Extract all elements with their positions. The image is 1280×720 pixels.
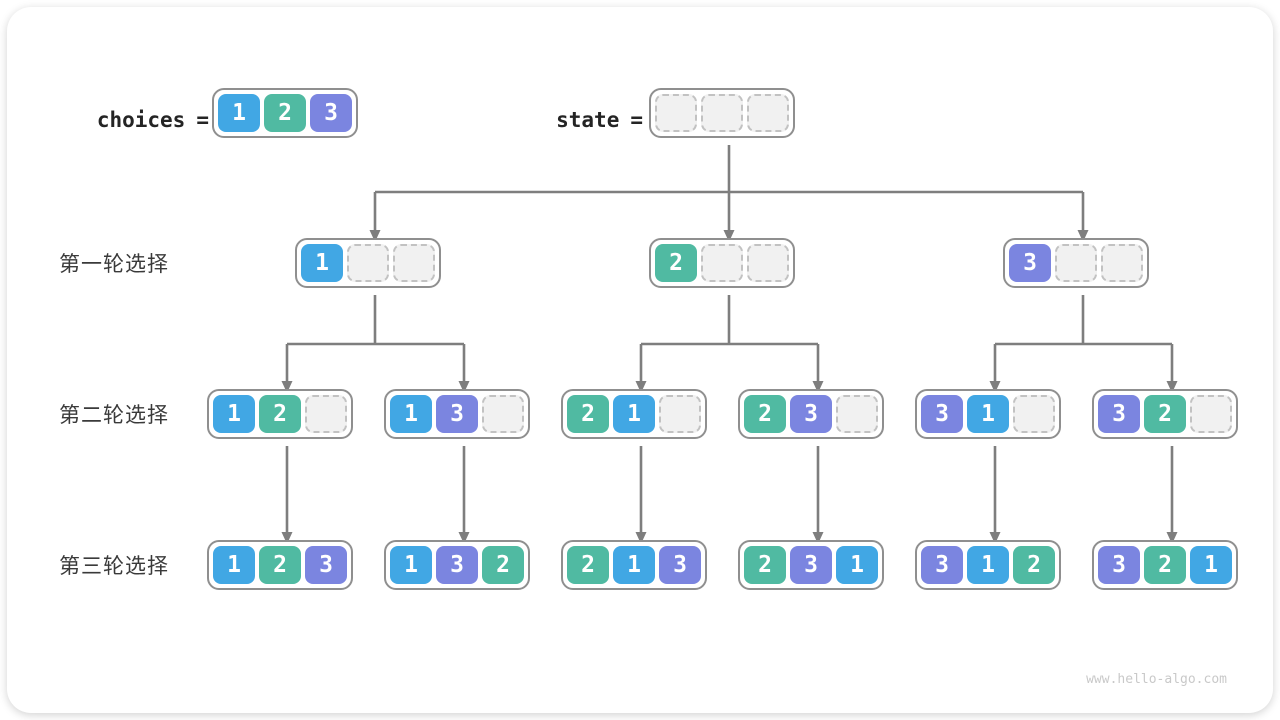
- empty-slot: [1055, 244, 1097, 282]
- value-cell-1: 1: [301, 244, 343, 282]
- value-cell-1: 1: [213, 546, 255, 584]
- empty-slot: [655, 94, 697, 132]
- empty-slot: [701, 94, 743, 132]
- value-cell-1: 1: [213, 395, 255, 433]
- value-cell-3: 3: [305, 546, 347, 584]
- value-cell-2: 2: [259, 546, 301, 584]
- value-cell-2: 2: [744, 546, 786, 584]
- value-cell-3: 3: [310, 94, 352, 132]
- value-cell-2: 2: [567, 395, 609, 433]
- state-box: [649, 88, 795, 138]
- row-label-3: 第三轮选择: [59, 555, 169, 578]
- empty-slot: [659, 395, 701, 433]
- empty-slot: [482, 395, 524, 433]
- value-cell-3: 3: [436, 546, 478, 584]
- empty-slot: [836, 395, 878, 433]
- value-cell-3: 3: [790, 546, 832, 584]
- equals-sign: =: [630, 108, 643, 132]
- empty-slot: [747, 244, 789, 282]
- value-cell-2: 2: [1144, 546, 1186, 584]
- value-cell-2: 2: [482, 546, 524, 584]
- value-cell-2: 2: [1013, 546, 1055, 584]
- empty-slot: [347, 244, 389, 282]
- empty-slot: [701, 244, 743, 282]
- empty-slot: [305, 395, 347, 433]
- empty-slot: [393, 244, 435, 282]
- value-cell-1: 1: [390, 546, 432, 584]
- value-cell-2: 2: [259, 395, 301, 433]
- equals-sign: =: [196, 108, 209, 132]
- value-cell-3: 3: [921, 395, 963, 433]
- empty-slot: [1101, 244, 1143, 282]
- tree-node-r1-2: 2: [649, 238, 795, 288]
- value-cell-3: 3: [659, 546, 701, 584]
- tree-node-r1-1: 1: [295, 238, 441, 288]
- choices-legend: choices =: [37, 95, 209, 145]
- value-cell-1: 1: [613, 395, 655, 433]
- value-cell-2: 2: [264, 94, 306, 132]
- value-cell-2: 2: [567, 546, 609, 584]
- state-label: state: [556, 108, 620, 132]
- empty-slot: [1013, 395, 1055, 433]
- row-label-2: 第二轮选择: [59, 404, 169, 427]
- value-cell-2: 2: [744, 395, 786, 433]
- watermark: www.hello-algo.com: [1086, 672, 1227, 687]
- empty-slot: [1190, 395, 1232, 433]
- value-cell-3: 3: [436, 395, 478, 433]
- empty-slot: [747, 94, 789, 132]
- value-cell-1: 1: [613, 546, 655, 584]
- value-cell-3: 3: [1098, 546, 1140, 584]
- value-cell-3: 3: [1098, 395, 1140, 433]
- value-cell-2: 2: [1144, 395, 1186, 433]
- row-label-1: 第一轮选择: [59, 253, 169, 276]
- choices-label: choices: [96, 108, 186, 132]
- value-cell-1: 1: [836, 546, 878, 584]
- value-cell-3: 3: [1009, 244, 1051, 282]
- value-cell-1: 1: [967, 546, 1009, 584]
- state-legend: state =: [447, 95, 643, 145]
- value-cell-1: 1: [218, 94, 260, 132]
- value-cell-3: 3: [921, 546, 963, 584]
- tree-node-r1-3: 3: [1003, 238, 1149, 288]
- value-cell-3: 3: [790, 395, 832, 433]
- value-cell-1: 1: [967, 395, 1009, 433]
- value-cell-2: 2: [655, 244, 697, 282]
- value-cell-1: 1: [1190, 546, 1232, 584]
- value-cell-1: 1: [390, 395, 432, 433]
